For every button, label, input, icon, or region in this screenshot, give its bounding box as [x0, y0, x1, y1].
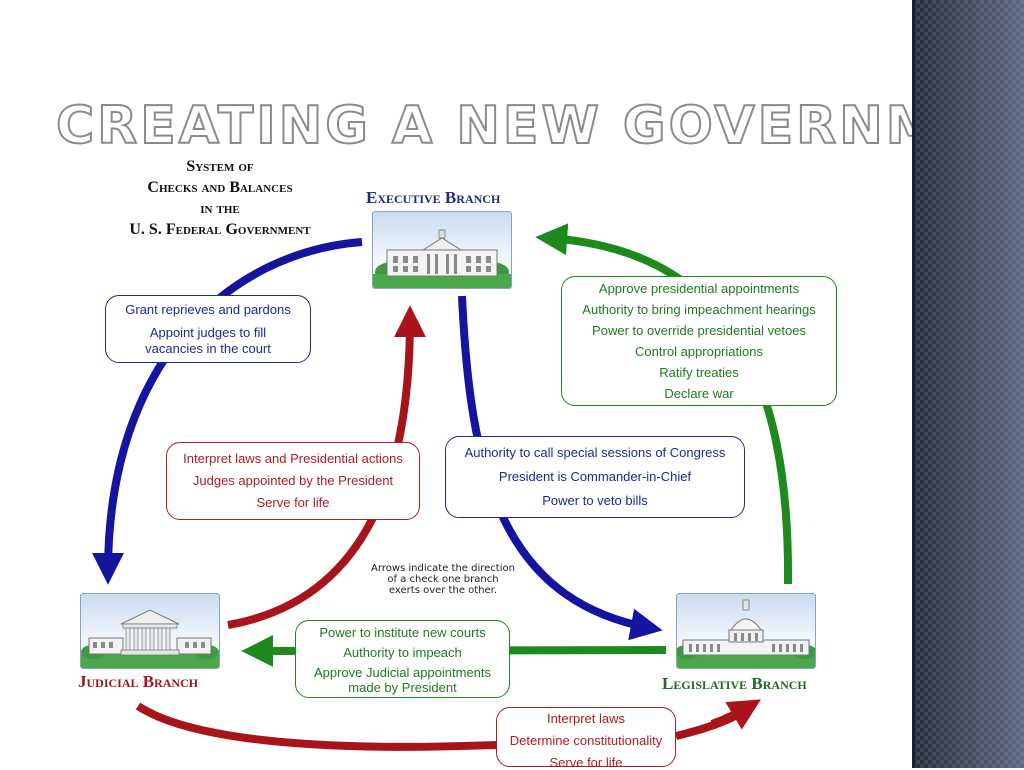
- heading-line: System of: [186, 158, 254, 175]
- check-item: Approve presidential appointments: [598, 281, 800, 296]
- check-item: Serve for life: [256, 495, 330, 510]
- slide: CREATING A NEW GOVERNMENT System of Chec…: [55, 99, 1024, 770]
- check-item: President is Commander-in-Chief: [498, 469, 692, 484]
- check-item: Judges appointed by the President: [192, 473, 394, 488]
- check-item: Power to override presidential vetoes: [592, 323, 806, 338]
- check-item: Power to veto bills: [542, 493, 648, 508]
- check-item: Serve for life: [549, 755, 623, 770]
- check-item: Interpret laws and Presidential actions: [183, 451, 403, 466]
- heading-line: Checks and Balances: [147, 179, 293, 196]
- arrow-exec-to-judicial: [92, 238, 363, 585]
- supreme-court-icon: [80, 593, 220, 669]
- check-item: vacancies in the court: [145, 341, 271, 356]
- judicial-to-exec-checks: Interpret laws and Presidential actions …: [166, 442, 420, 520]
- heading-line: U. S. Federal Government: [129, 221, 311, 238]
- legislative-branch-label: Legislative Branch: [662, 674, 807, 693]
- check-item: Ratify treaties: [659, 365, 739, 380]
- exec-to-judicial-checks: Grant reprieves and pardons Appoint judg…: [105, 295, 311, 363]
- executive-branch-label: Executive Branch: [366, 188, 501, 207]
- check-item: Power to institute new courts: [319, 625, 486, 640]
- check-item: Control appropriations: [635, 344, 763, 359]
- legislative-to-exec-checks: Approve presidential appointments Author…: [561, 276, 837, 406]
- capitol-icon: [676, 593, 816, 669]
- decorative-sidebar: [912, 0, 1024, 768]
- note-line: exerts over the other.: [388, 585, 498, 596]
- check-item: Determine constitutionality: [509, 733, 663, 748]
- sidebar-edge: [912, 0, 915, 768]
- heading-line: in the: [200, 200, 240, 217]
- white-house-icon: [372, 211, 512, 289]
- check-item: made by President: [348, 680, 457, 695]
- check-item: Declare war: [664, 386, 734, 401]
- check-item: Authority to call special sessions of Co…: [464, 445, 726, 460]
- slide-title: CREATING A NEW GOVERNMENT: [55, 96, 1024, 156]
- judicial-branch-label: Judicial Branch: [78, 672, 199, 691]
- judicial-to-legislative-checks: Interpret laws Determine constitutionali…: [496, 707, 676, 770]
- check-item: Interpret laws: [546, 711, 626, 726]
- diagram-heading: System of Checks and Balances in the U. …: [100, 156, 340, 240]
- check-item: Authority to bring impeachment hearings: [582, 302, 816, 317]
- legislative-to-judicial-checks: Power to institute new courts Authority …: [295, 620, 510, 698]
- arrow-judicial-to-legislative-head: [710, 699, 761, 730]
- note-line: of a check one branch: [387, 574, 499, 585]
- arrow-legend-note: Arrows indicate the direction of a check…: [356, 563, 530, 596]
- check-item: Grant reprieves and pardons: [125, 302, 291, 317]
- check-item: Approve Judicial appointments: [313, 665, 492, 680]
- check-item: Appoint judges to fill: [149, 325, 267, 340]
- exec-to-legislative-checks: Authority to call special sessions of Co…: [445, 436, 745, 518]
- note-line: Arrows indicate the direction: [371, 563, 515, 574]
- check-item: Authority to impeach: [343, 645, 462, 660]
